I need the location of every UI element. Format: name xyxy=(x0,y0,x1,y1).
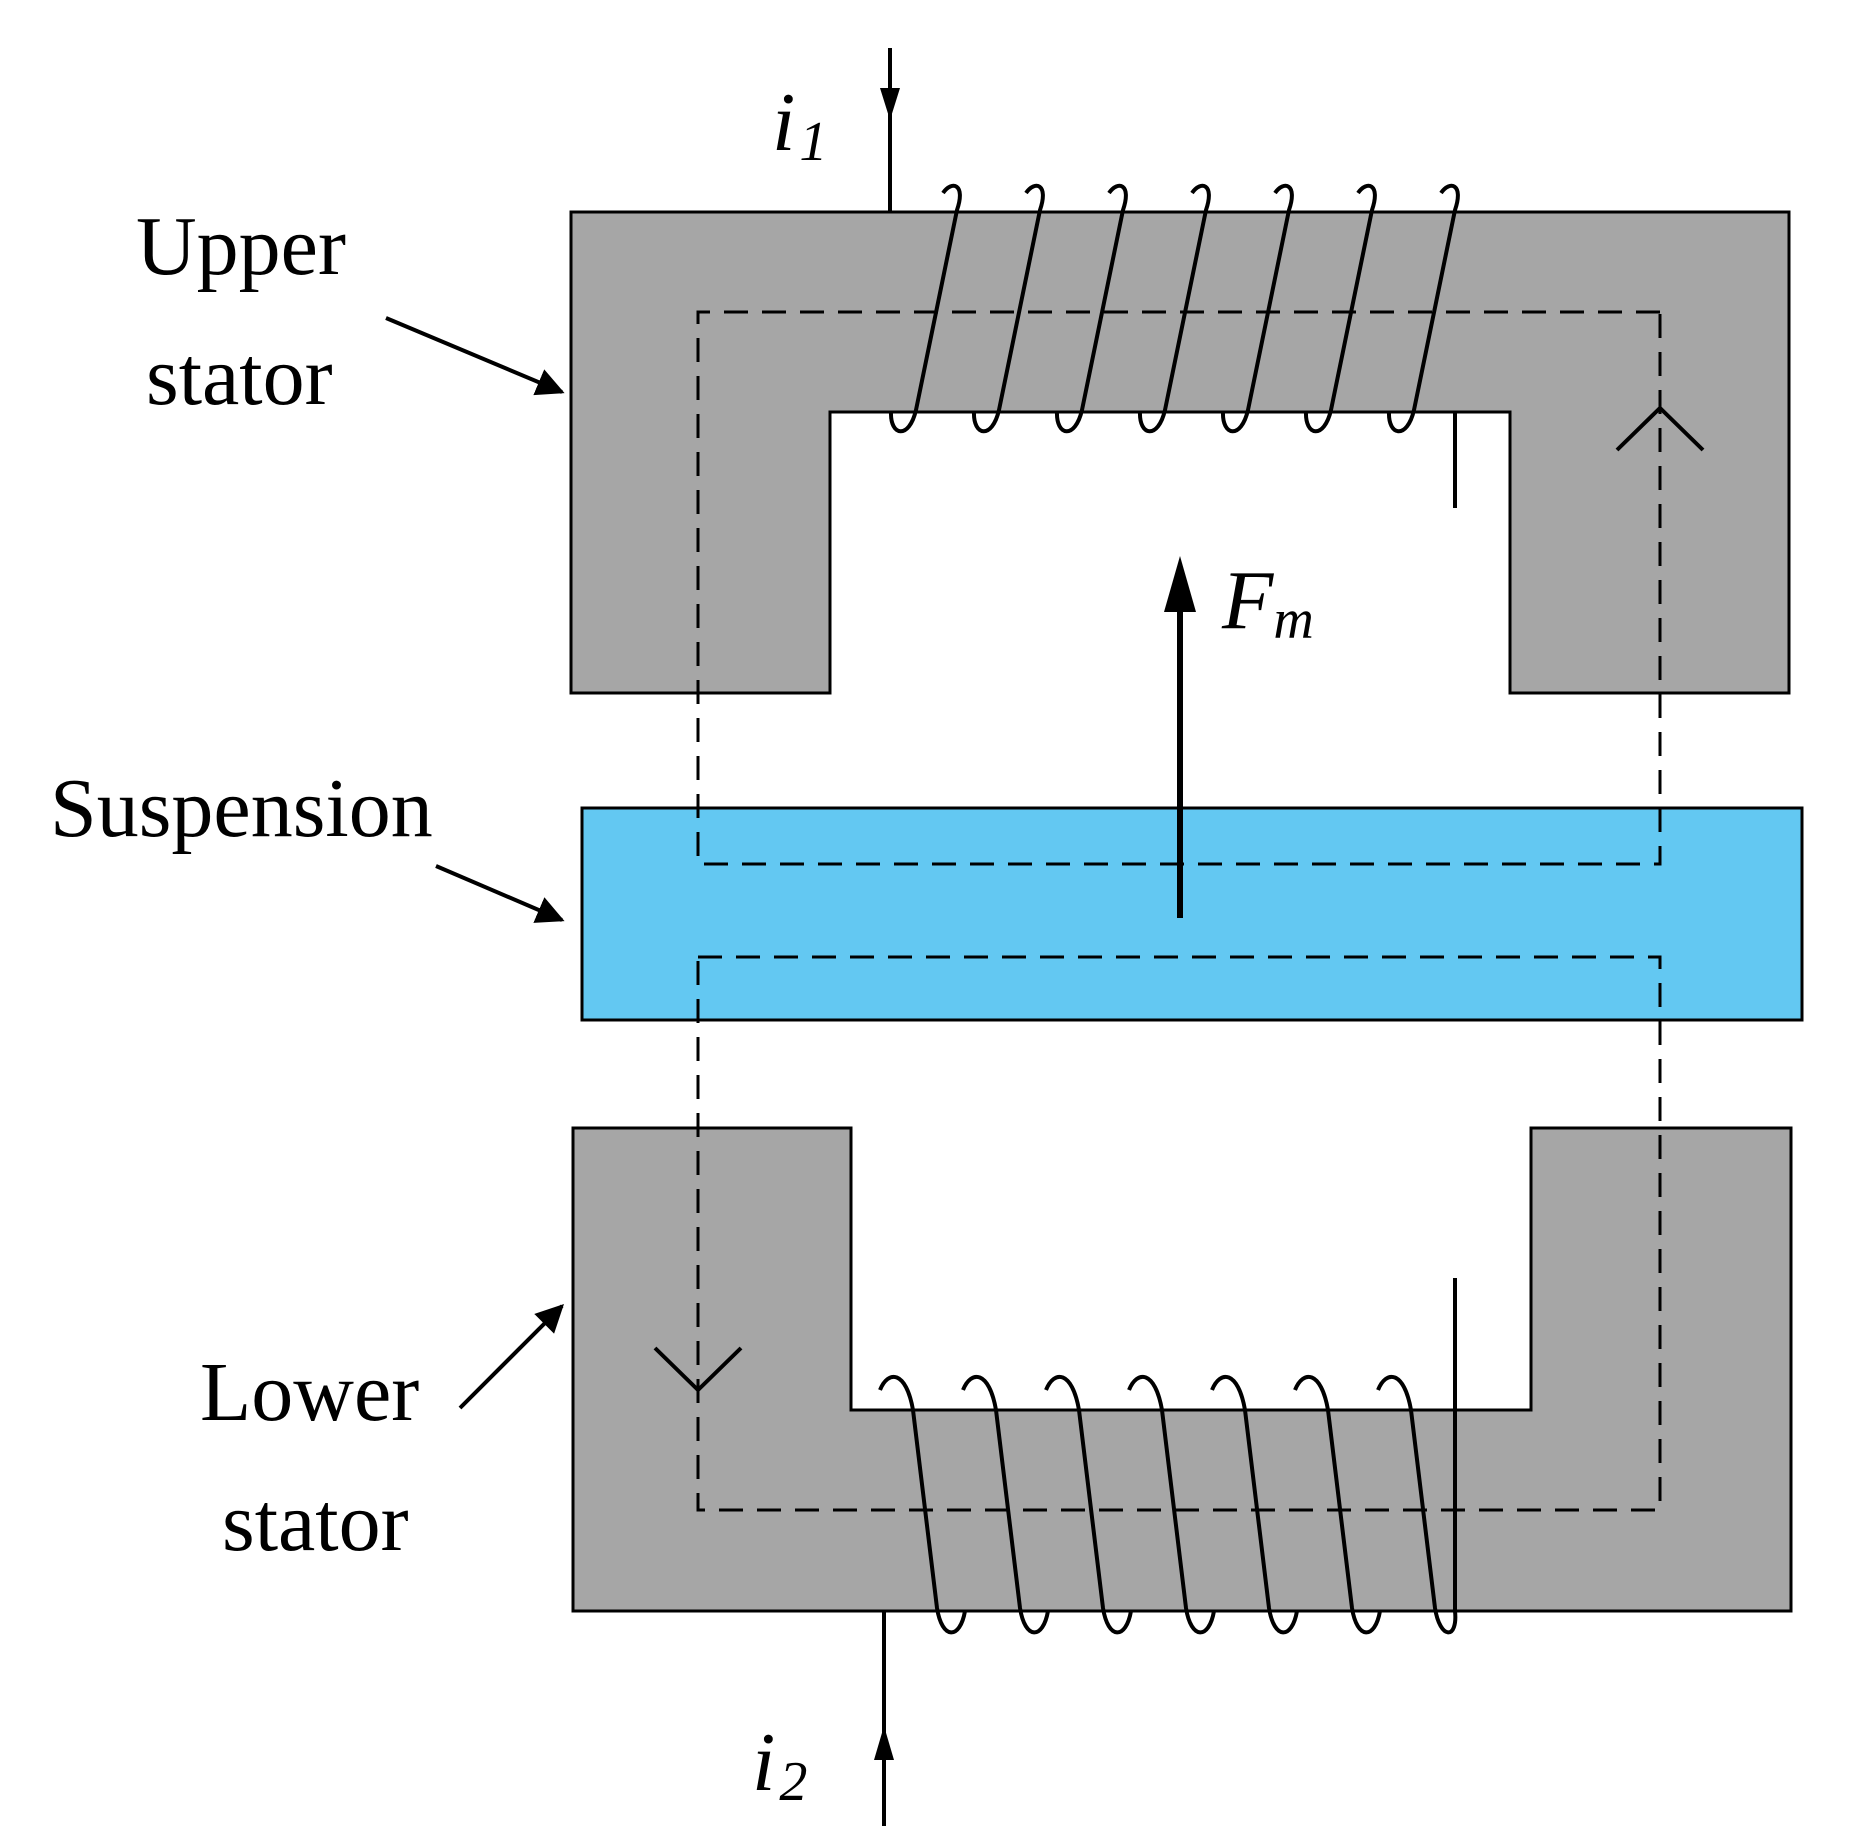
lower-stator-label-line2: stator xyxy=(222,1476,409,1569)
lower-stator-label-line1: Lower xyxy=(200,1346,419,1439)
upper-stator xyxy=(569,210,1791,695)
lower-flux-path xyxy=(696,955,1662,1512)
suspension-pointer xyxy=(435,864,565,923)
suspension-bar xyxy=(580,806,1804,1022)
upper-stator-pointer xyxy=(385,316,565,396)
force-arrowhead-icon xyxy=(1164,556,1196,612)
current-i2-label: i2 xyxy=(752,1716,807,1813)
upper-stator-label-line2: stator xyxy=(146,330,333,423)
current-i1-base: i xyxy=(772,76,795,169)
current-i1-label: i1 xyxy=(772,76,827,173)
current-i1-subscript: 1 xyxy=(799,111,827,173)
lower-stator-pointer xyxy=(458,1304,564,1410)
current-direction-down-arrow-icon xyxy=(880,88,900,120)
upper-flux-path xyxy=(696,310,1662,866)
upper-stator-label-line1: Upper xyxy=(136,200,346,293)
current-i2-subscript: 2 xyxy=(779,1751,807,1813)
lower-stator xyxy=(571,1126,1793,1613)
force-fm-label: Fm xyxy=(1221,554,1314,651)
force-fm-base: F xyxy=(1221,554,1275,647)
lower-coil xyxy=(878,1278,1458,1635)
flux-direction-down-chevron-icon xyxy=(653,1346,743,1393)
current-direction-up-arrow-icon xyxy=(874,1726,894,1760)
current-i2-base: i xyxy=(752,1716,775,1809)
flux-direction-up-chevron-icon xyxy=(1615,405,1705,452)
force-fm-subscript: m xyxy=(1273,589,1313,651)
upper-coil xyxy=(888,183,1460,508)
suspension-label: Suspension xyxy=(50,762,433,855)
